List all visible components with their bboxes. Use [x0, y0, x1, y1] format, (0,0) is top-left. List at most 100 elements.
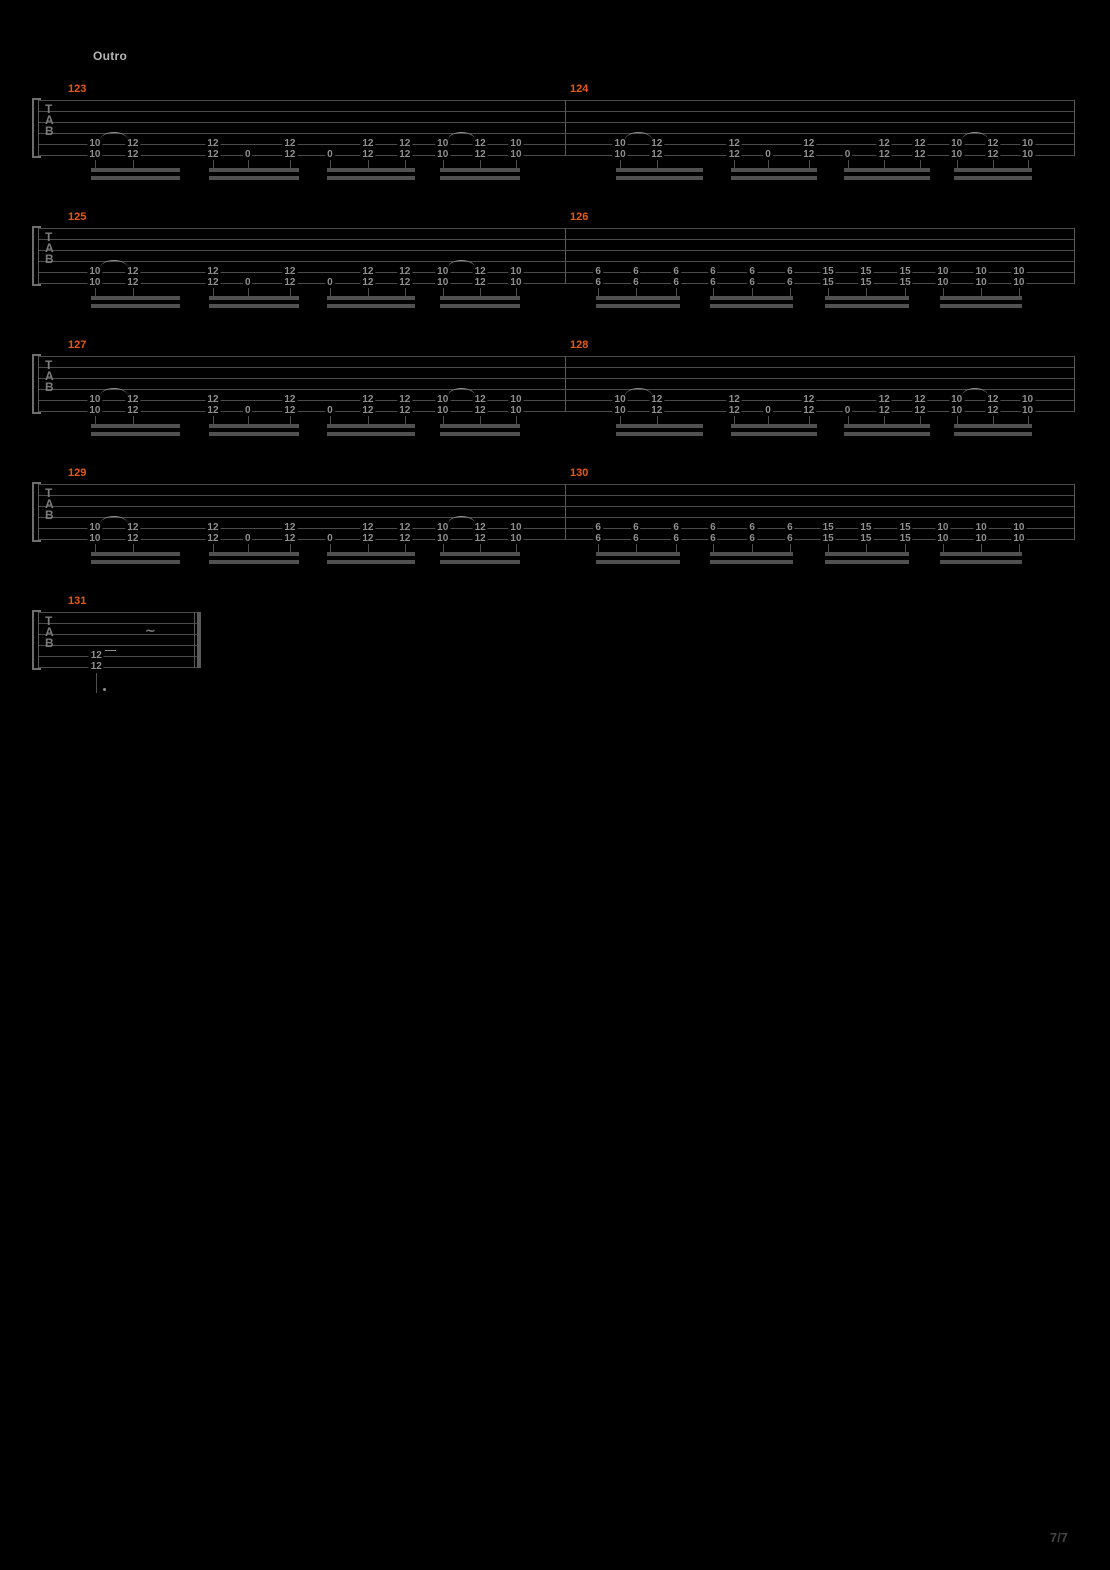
note-stem — [404, 160, 406, 172]
note-stem — [734, 160, 736, 172]
fret-number: 10 — [87, 533, 103, 544]
barline — [38, 612, 39, 668]
bracket-hook-top — [32, 226, 41, 228]
fret-number: 12 — [985, 149, 1001, 160]
note-stem — [329, 160, 331, 172]
fret-number: 15 — [858, 533, 874, 544]
note-stem — [919, 160, 921, 172]
note-stem — [515, 416, 517, 428]
staff-line — [38, 111, 1075, 112]
fret-number: 10 — [973, 533, 989, 544]
fret-number: 10 — [435, 522, 451, 533]
note-stem — [865, 544, 867, 556]
fret-number: 10 — [1020, 149, 1036, 160]
slide-arc — [447, 388, 476, 396]
fret-number: 10 — [87, 522, 103, 533]
barline — [565, 356, 566, 412]
staff-line — [38, 239, 1075, 240]
fret-number: 12 — [125, 149, 141, 160]
beam — [825, 304, 910, 308]
note-stem — [712, 288, 714, 300]
fret-number: 12 — [282, 533, 298, 544]
fret-number: 6 — [785, 277, 795, 288]
fret-number: 10 — [508, 138, 524, 149]
fret-number: 10 — [508, 522, 524, 533]
beam — [326, 304, 415, 308]
note-stem — [132, 288, 134, 300]
fret-number: 6 — [671, 522, 681, 533]
fret-number: 10 — [87, 266, 103, 277]
note-stem — [289, 544, 291, 556]
final-barline-thick — [197, 612, 201, 668]
fret-number: 6 — [747, 522, 757, 533]
beam — [439, 296, 521, 300]
note-stem — [94, 416, 96, 428]
fret-number: 10 — [87, 149, 103, 160]
barline — [38, 356, 39, 412]
beam — [616, 168, 703, 172]
beam — [209, 552, 299, 556]
staff-line — [38, 100, 1075, 101]
fret-number: 6 — [631, 533, 641, 544]
beam — [209, 432, 299, 436]
note-stem — [656, 416, 658, 428]
fret-number: 10 — [87, 138, 103, 149]
beam — [209, 304, 299, 308]
slide-arc — [99, 132, 128, 140]
beam — [439, 424, 521, 428]
barline — [38, 228, 39, 284]
note-stem — [480, 288, 482, 300]
fret-number: 10 — [612, 394, 628, 405]
fret-number: 6 — [671, 277, 681, 288]
measure-number: 125 — [68, 211, 87, 223]
measure-number: 127 — [68, 339, 87, 351]
page-indicator: 7/7 — [1049, 1530, 1068, 1545]
staff-line — [38, 122, 1075, 123]
slide-arc — [99, 388, 128, 396]
fret-number: 10 — [612, 149, 628, 160]
fret-number: 10 — [435, 149, 451, 160]
bracket-hook-bottom — [32, 156, 41, 158]
note-stem — [712, 544, 714, 556]
fret-number: 12 — [282, 522, 298, 533]
slide-arc — [447, 132, 476, 140]
beam — [616, 432, 703, 436]
fret-number: 10 — [949, 394, 965, 405]
note-stem — [808, 160, 810, 172]
beam — [710, 304, 794, 308]
fret-number: 6 — [593, 266, 603, 277]
system-bracket — [32, 226, 34, 286]
note-stem — [884, 160, 886, 172]
vibrato-mark: ~ — [144, 624, 156, 639]
slide-arc — [99, 260, 128, 268]
tab-clef-letter: T — [45, 614, 53, 628]
note-stem — [212, 160, 214, 172]
fret-number: 0 — [242, 277, 253, 288]
note-stem — [942, 544, 944, 556]
staff-line — [38, 656, 200, 657]
fret-number: 0 — [242, 149, 253, 160]
note-stem — [789, 288, 791, 300]
beam — [90, 304, 181, 308]
fret-number: 15 — [858, 522, 874, 533]
fret-number: 10 — [87, 394, 103, 405]
beam — [939, 560, 1023, 564]
note-stem — [734, 416, 736, 428]
barline — [1074, 484, 1075, 540]
beam — [844, 432, 930, 436]
fret-number: 10 — [949, 138, 965, 149]
note-stem — [598, 544, 600, 556]
slide-arc — [447, 516, 476, 524]
slide-arc — [625, 132, 652, 140]
fret-number: 10 — [973, 266, 989, 277]
note-stem — [289, 288, 291, 300]
fret-number: 12 — [649, 394, 665, 405]
note-stem — [828, 288, 830, 300]
fret-number: 12 — [726, 394, 742, 405]
fret-number: 12 — [912, 405, 928, 416]
staff-line — [38, 623, 200, 624]
staccato-dot — [103, 688, 107, 691]
beam — [90, 560, 181, 564]
slide-arc — [447, 260, 476, 268]
